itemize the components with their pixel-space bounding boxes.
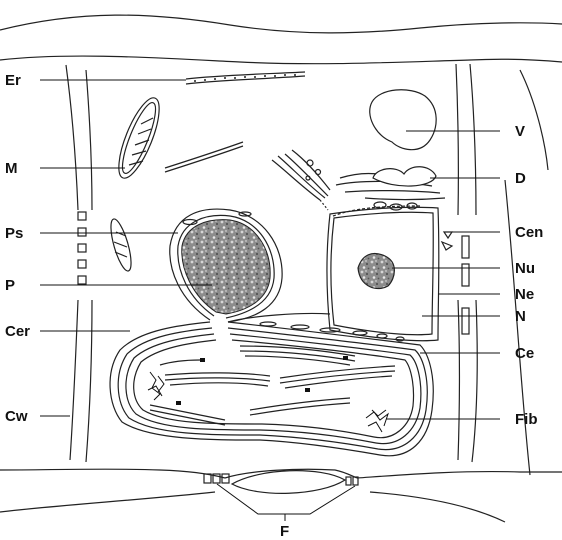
pits-right — [462, 236, 469, 334]
centriole — [442, 232, 452, 250]
label-d: D — [515, 170, 526, 187]
leader-lines — [40, 80, 500, 521]
label-ce: Ce — [515, 345, 534, 362]
plastid-stroma — [182, 220, 270, 314]
plasmodesmata-left — [78, 212, 86, 284]
nucleus — [327, 206, 439, 341]
fibril-cluster-2 — [366, 410, 388, 432]
fibril-cluster-1 — [148, 372, 164, 400]
dictyosome — [336, 167, 445, 210]
label-p: P — [5, 277, 15, 294]
label-m: M — [5, 160, 18, 177]
nucleolus — [358, 253, 394, 288]
mitochondrion-1 — [111, 93, 167, 182]
label-cen: Cen — [515, 224, 543, 241]
label-ne: Ne — [515, 286, 534, 303]
label-n: N — [515, 308, 526, 325]
label-ps: Ps — [5, 225, 23, 242]
endoplasmic-reticulum — [165, 72, 305, 172]
label-nu: Nu — [515, 260, 535, 277]
label-v: V — [515, 123, 525, 140]
label-fib: Fib — [515, 411, 538, 428]
golgi-upper — [272, 150, 330, 210]
label-er: Er — [5, 72, 21, 89]
plastid — [170, 209, 282, 322]
central-body — [110, 322, 433, 456]
vacuole — [370, 90, 436, 150]
mitochondrion-2 — [107, 217, 135, 273]
label-f: F — [280, 523, 289, 540]
label-cw: Cw — [5, 408, 28, 425]
label-cer: Cer — [5, 323, 30, 340]
